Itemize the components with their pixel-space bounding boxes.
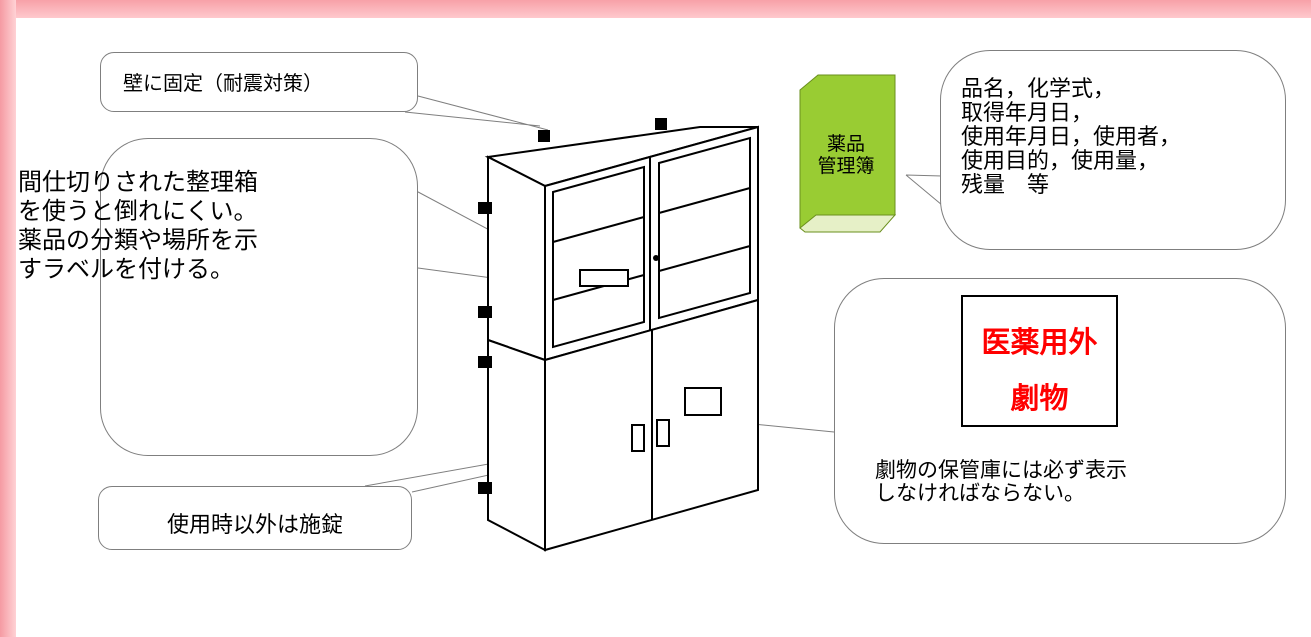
ledger-book-title: 薬品 管理簿 (817, 133, 875, 177)
lock-callout: 使用時以外は施錠 (98, 486, 412, 550)
top-pink-band (0, 0, 1311, 18)
lock-handle-left (631, 424, 645, 452)
bracket-side-2 (478, 306, 492, 318)
ledger-items-text: 品名，化学式， 取得年月日， 使用年月日，使用者， 使用目的，使用量， 残量 等 (961, 77, 1182, 198)
left-glass-door (552, 165, 645, 349)
bracket-side-1 (478, 202, 492, 214)
storage-cabinet (484, 125, 759, 552)
wall-brackets (478, 118, 667, 494)
bracket-side-3 (478, 356, 492, 368)
right-glass-door (658, 136, 751, 320)
organizer-callout (100, 138, 418, 456)
bracket-side-4 (478, 482, 492, 494)
hazard-label-plate (684, 387, 722, 416)
upper-shelf-right (658, 187, 751, 214)
ledger-book-icon (799, 74, 897, 233)
organizer-callout-text: 間仕切りされた整理箱 を使うと倒れにくい。 薬品の分類や場所を示 すラベルを付け… (18, 168, 258, 283)
ledger-callout: 品名，化学式， 取得年月日， 使用年月日，使用者， 使用目的，使用量， 残量 等 (940, 50, 1286, 250)
ledger-leader (905, 174, 943, 206)
door-knob (653, 255, 659, 261)
bracket-top-right (655, 118, 667, 130)
wall-fixing-callout: 壁に固定（耐震対策） (100, 52, 418, 112)
poison-sign-line1: 医薬用外 (981, 325, 1098, 359)
mini-organizer-box (579, 269, 629, 287)
sign-requirement-text: 劇物の保管庫には必ず表示 しなければならない。 (875, 458, 1127, 505)
lock-handle-right (656, 419, 670, 447)
hazard-sign-callout: 医薬用外 劇物 劇物の保管庫には必ず表示 しなければならない。 (834, 278, 1286, 544)
poison-sign-line2: 劇物 (1010, 381, 1069, 415)
poison-sign: 医薬用外 劇物 (961, 295, 1118, 427)
cabinet-lower-side (487, 338, 546, 552)
bracket-top-left (538, 130, 550, 142)
wall-leader (404, 95, 549, 131)
cabinet-upper-side (487, 155, 546, 362)
upper-shelf-left (552, 216, 645, 243)
lower-shelf-right (658, 245, 751, 272)
left-pink-band (0, 0, 16, 637)
